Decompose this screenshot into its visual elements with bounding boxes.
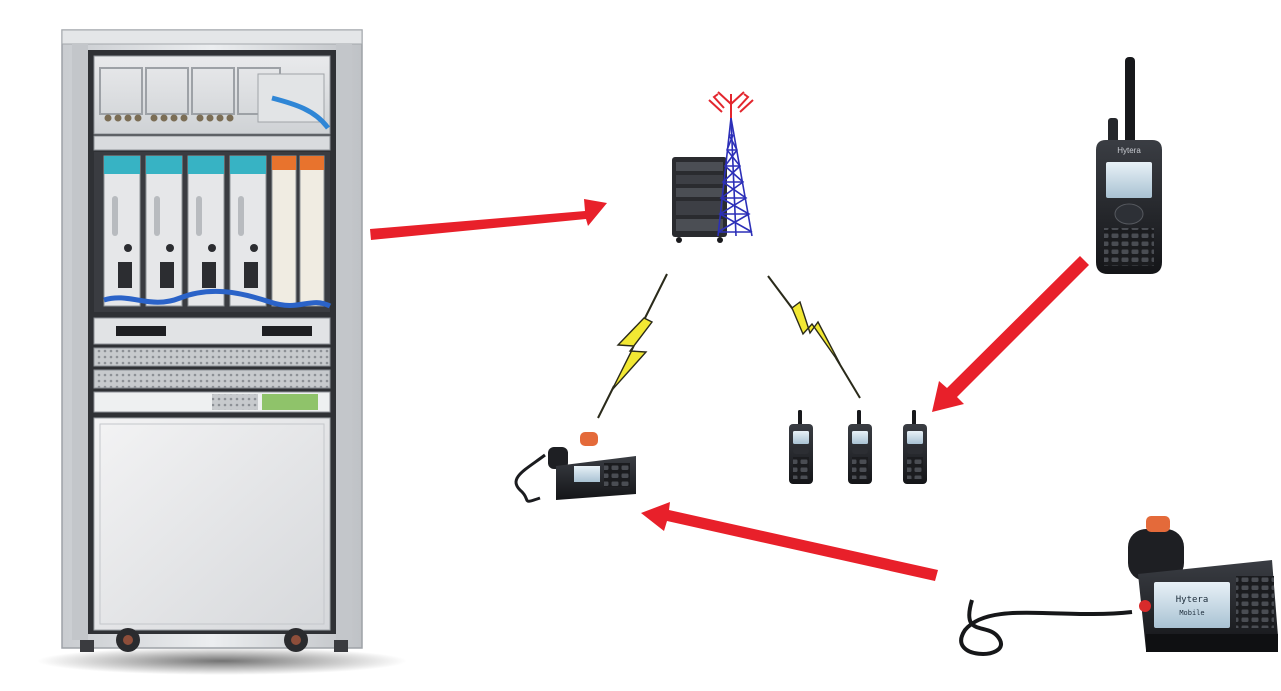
mic-cord [514,453,546,503]
radio-keypad [604,463,630,487]
base-station [672,91,754,243]
emergency-button [1139,600,1151,612]
microphone-icon [548,447,568,469]
channel-modules [94,152,332,312]
portable-radio: Hytera [1096,57,1162,274]
coax-cable [271,95,331,130]
arrow-icon [932,256,1089,412]
flow-arrows [370,199,1089,581]
lightning-bolt-icon [791,300,841,365]
cabinet-casters [80,628,348,652]
cabinet-shadow [37,647,407,675]
radio-display [574,466,600,482]
nav-key [1114,203,1144,225]
radio-antenna [1125,57,1135,152]
radio-display [1154,582,1230,628]
antenna-icon [708,91,754,118]
rack-units [93,317,331,413]
patch-cables [103,288,332,309]
mic-cord [959,599,1133,656]
server-rack-icon [672,157,727,243]
arrow-icon [370,199,607,240]
cabinet-right-post [336,44,352,640]
radio-keypad [1236,576,1274,628]
combiner-panel [93,55,331,151]
lightning-bolt-icon [611,317,654,391]
microphone-icon [1128,529,1184,581]
radio-tower-icon [717,117,753,237]
portable-radio-group [789,410,927,484]
mobile-radio [514,432,636,503]
mobile-radio: Hytera Mobile [959,516,1278,656]
cabinet-top [61,29,363,45]
door-panel [99,423,325,625]
display-line-1: Hytera [1176,595,1209,605]
radio-display [1106,162,1152,198]
radio-keypad [1104,228,1154,266]
cabinet-door [93,417,331,631]
wireless-link-right [767,275,861,399]
radio-bracket [1146,634,1278,652]
arrow-icon [641,502,938,581]
display-line-2: Mobile [1179,609,1204,617]
wireless-link-left [597,273,668,419]
equipment-cabinet [37,29,407,675]
brand-label: Hytera [1117,146,1141,155]
cabinet-left-post [72,44,88,640]
